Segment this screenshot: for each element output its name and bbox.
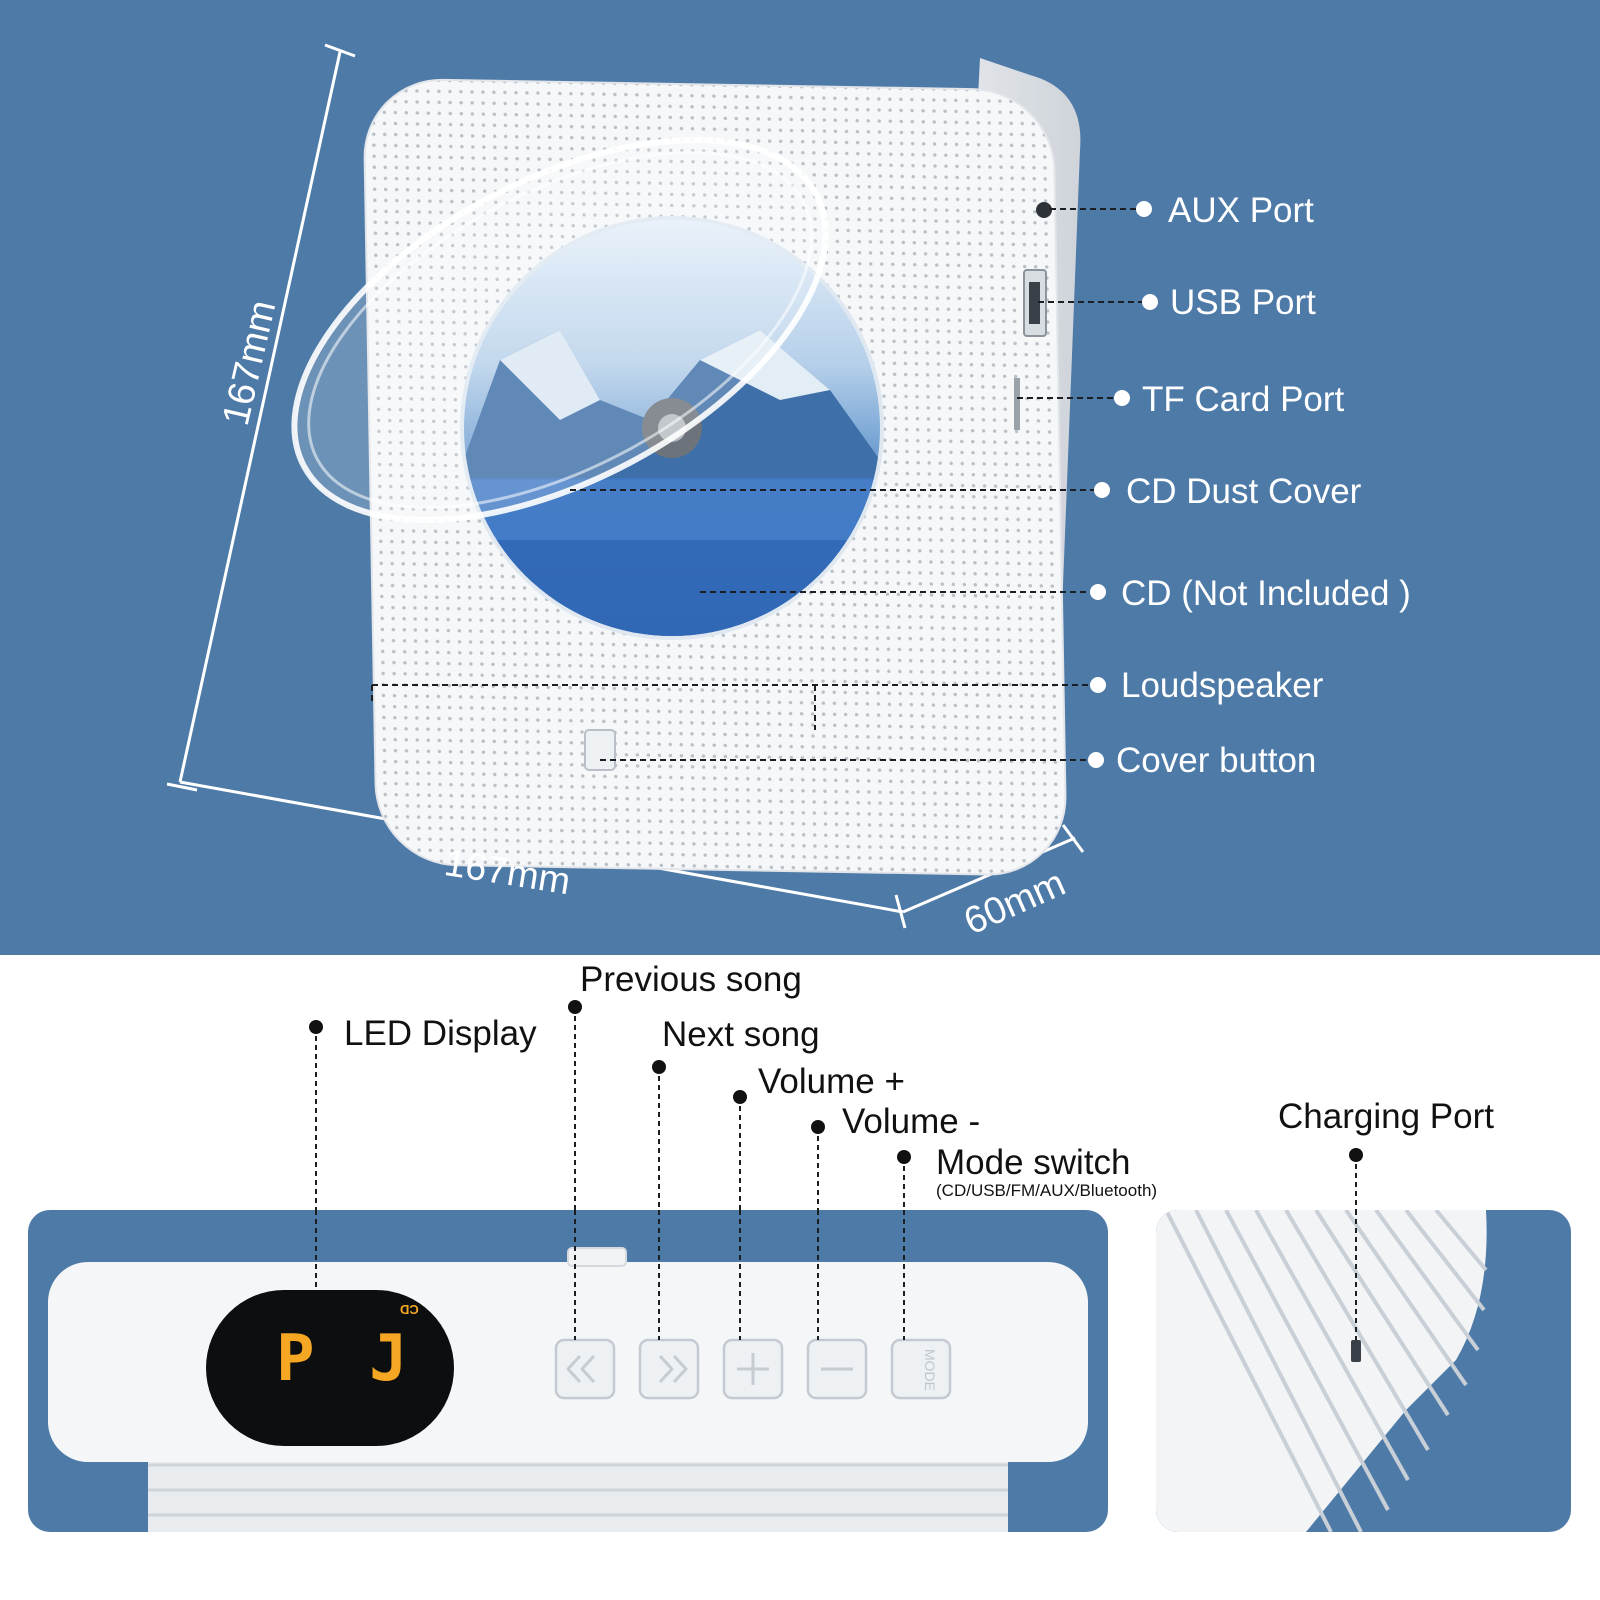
top-section: 167mm 167mm 60mm AUX Port USB Port TF Ca… — [0, 0, 1600, 955]
leader-lines-bottom — [309, 1000, 1363, 1210]
next-song-label: Next song — [662, 1015, 820, 1054]
volume-down-label: Volume - — [842, 1102, 981, 1141]
mode-switch-label: Mode switch — [936, 1143, 1131, 1182]
led-display-shape — [206, 1290, 454, 1446]
dust-cover-shape — [291, 137, 829, 523]
previous-song-label: Previous song — [580, 960, 802, 999]
aux-port-shape — [1036, 202, 1052, 218]
mode-button-text: MODE — [922, 1349, 938, 1391]
aux-port-label: AUX Port — [1168, 191, 1314, 230]
cover-button-label: Cover button — [1116, 741, 1317, 780]
control-panel-closeup: P J CD MODE — [28, 1210, 1108, 1532]
charging-port-label: Charging Port — [1278, 1097, 1494, 1136]
leader-lines-top — [371, 208, 1146, 761]
fast-forward-icon — [658, 1354, 674, 1384]
usb-port-label: USB Port — [1170, 283, 1316, 322]
volume-up-label: Volume + — [758, 1062, 905, 1101]
cd-dust-cover-label: CD Dust Cover — [1126, 472, 1362, 511]
mode-switch-sublabel: (CD/USB/FM/AUX/Bluetooth) — [936, 1181, 1158, 1200]
control-panel-illustration — [48, 1210, 1088, 1532]
charging-port-shape — [1351, 1340, 1361, 1362]
loudspeaker-label: Loudspeaker — [1121, 666, 1324, 705]
tf-card-port-label: TF Card Port — [1142, 380, 1345, 419]
cd-not-included-label: CD (Not Included ) — [1121, 574, 1411, 613]
rewind-icon — [566, 1354, 582, 1384]
charging-port-closeup — [1156, 1210, 1571, 1532]
device-front-illustration — [166, 43, 1158, 929]
led-display-label: LED Display — [344, 1014, 537, 1053]
led-cd-indicator: CD — [400, 1302, 419, 1317]
charging-port-illustration — [1156, 1210, 1488, 1532]
leader-dots-top — [1088, 201, 1158, 768]
led-digits: P J — [276, 1322, 416, 1396]
